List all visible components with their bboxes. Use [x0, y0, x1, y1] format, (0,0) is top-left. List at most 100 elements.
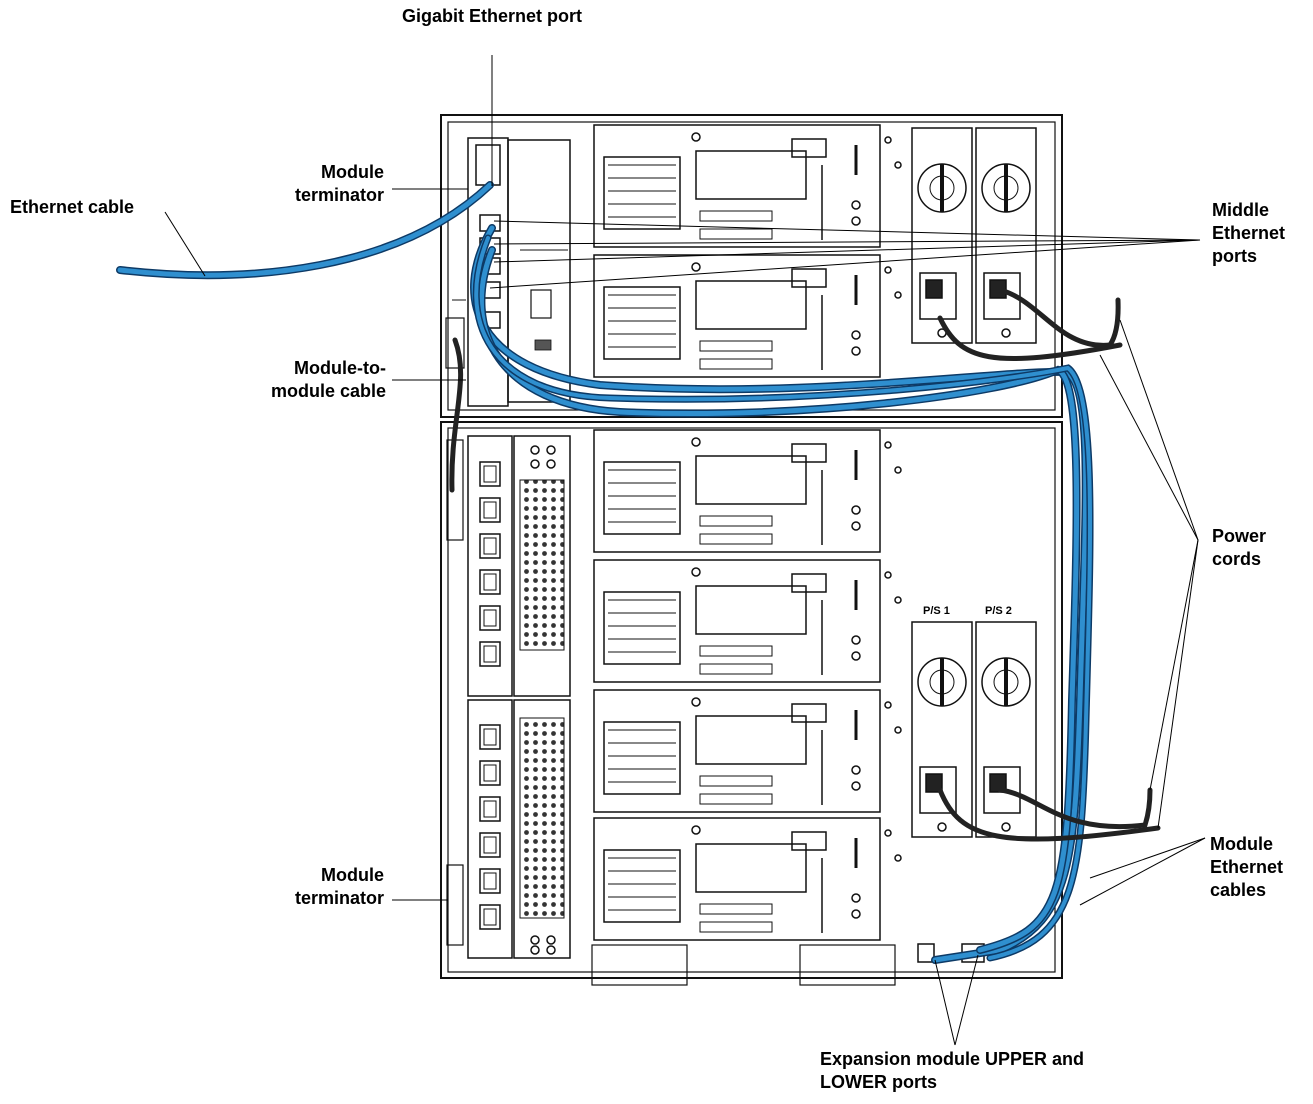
module-screw	[546, 459, 556, 469]
chassis-hole	[894, 854, 902, 862]
module-port-socket	[483, 836, 497, 854]
chassis-hole	[894, 596, 902, 604]
drive-latch	[791, 138, 827, 158]
ethernet-cable	[116, 181, 494, 280]
drive-connector	[699, 903, 773, 915]
drive-screw	[851, 216, 861, 226]
module-port-socket	[483, 645, 497, 663]
leader-lines	[164, 55, 1206, 1046]
tape-drive-bay	[593, 124, 902, 248]
drive-fan-housing	[603, 156, 681, 230]
psu-power-inlet	[919, 766, 957, 814]
drive-latch	[791, 443, 827, 463]
drive-screw	[851, 909, 861, 919]
drive-connector	[699, 793, 773, 805]
drive-frame	[593, 124, 881, 248]
drive-screw	[851, 765, 861, 775]
module-port-socket	[483, 908, 497, 926]
drive-screw	[851, 200, 861, 210]
chassis-hole	[894, 726, 902, 734]
drive-fan-housing	[603, 591, 681, 665]
module-port	[479, 868, 501, 894]
drive-screw	[851, 635, 861, 645]
psu-frame	[911, 127, 973, 344]
module-port	[479, 904, 501, 930]
gigabit-ethernet-port-label: Gigabit Ethernet port	[402, 6, 582, 26]
drive-screw	[851, 521, 861, 531]
drive-connector	[699, 228, 773, 240]
psu-screw	[1001, 328, 1011, 338]
drive-label-panel	[695, 280, 807, 330]
drive-fan-housing	[603, 849, 681, 923]
module-port	[479, 569, 501, 595]
module-to-module-cable	[449, 337, 464, 493]
drive-screw	[851, 651, 861, 661]
expansion-module-chassis	[440, 421, 1063, 986]
drive-screw	[851, 505, 861, 515]
drive-screw	[691, 262, 701, 272]
module-to-module-cable-label: Module-to- module cable	[270, 358, 386, 401]
module-port	[479, 796, 501, 822]
drive-frame	[593, 429, 881, 553]
module-port	[479, 605, 501, 631]
drive-connector	[699, 340, 773, 352]
middle-ethernet-ports-label: Middle Ethernet ports	[1212, 200, 1286, 266]
drive-screw	[851, 330, 861, 340]
module-screw	[530, 935, 540, 945]
drive-latch	[791, 268, 827, 288]
drive-label-panel	[695, 843, 807, 893]
power-cords-label: Power cords	[1212, 526, 1267, 569]
ethernet-cable-label: Ethernet cable	[10, 197, 135, 217]
drive-label-panel	[695, 585, 807, 635]
psu-switch	[925, 279, 943, 299]
module-port	[479, 832, 501, 858]
module-screw	[546, 445, 556, 455]
drive-connector	[699, 645, 773, 657]
drive-screw	[851, 893, 861, 903]
drive-screw	[691, 697, 701, 707]
module-terminator-bottom-label: Module terminator	[294, 865, 384, 908]
drive-frame	[593, 817, 881, 941]
tape-drive-bay	[593, 429, 902, 553]
power-cords	[937, 287, 1161, 842]
drive-screw	[691, 567, 701, 577]
module-screw	[530, 445, 540, 455]
module-port-socket	[483, 465, 497, 483]
drive-fan-housing	[603, 461, 681, 535]
chassis-hole	[894, 291, 902, 299]
drive-connector	[699, 775, 773, 787]
module-port	[479, 641, 501, 667]
drive-frame	[593, 559, 881, 683]
module-port-socket	[483, 537, 497, 555]
psu-switch	[925, 773, 943, 793]
module-port-socket	[483, 872, 497, 890]
tape-drive-bay	[593, 689, 902, 813]
module-port-socket	[483, 609, 497, 627]
drive-connector	[699, 515, 773, 527]
chassis-hole	[894, 161, 902, 169]
tape-drive-bays	[593, 124, 902, 941]
module-port-socket	[483, 800, 497, 818]
drive-screw	[691, 437, 701, 447]
module-port-socket	[483, 501, 497, 519]
module-port	[479, 497, 501, 523]
psu-screw	[937, 822, 947, 832]
drive-connector	[699, 358, 773, 370]
module-screw	[546, 945, 556, 955]
drive-label-panel	[695, 150, 807, 200]
psu-1-label: P/S 1	[923, 605, 950, 617]
drive-screw	[851, 346, 861, 356]
drive-latch	[791, 831, 827, 851]
drive-screw	[851, 781, 861, 791]
drive-connector	[699, 663, 773, 675]
drive-fan-housing	[603, 721, 681, 795]
chassis-hole	[884, 571, 892, 579]
module-terminator-top-label: Module terminator	[294, 162, 384, 205]
psu-power-inlet	[983, 766, 1021, 814]
chassis-hole	[884, 136, 892, 144]
drive-latch	[791, 573, 827, 593]
power-supply-unit	[975, 621, 1037, 838]
chassis-hole	[884, 829, 892, 837]
